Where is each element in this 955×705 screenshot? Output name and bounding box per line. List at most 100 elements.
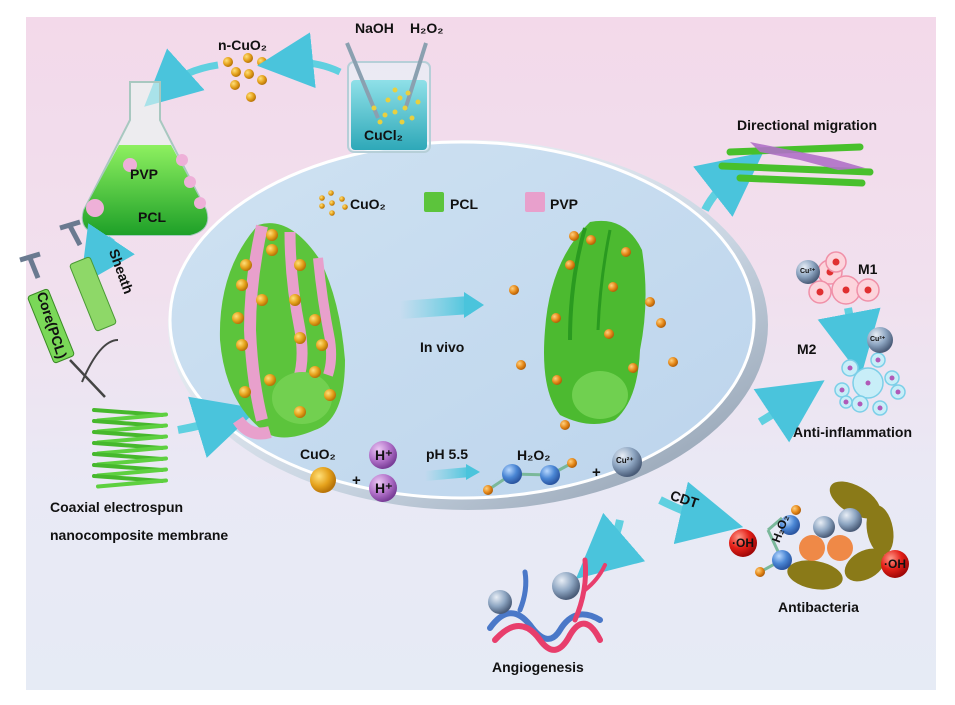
released-particle xyxy=(565,260,575,270)
beaker-particle xyxy=(402,105,408,111)
nanoparticle xyxy=(243,53,253,63)
beaker-particle xyxy=(409,115,415,121)
m2-nucleus xyxy=(843,399,849,405)
h-ion-label-2: H⁺ xyxy=(375,480,393,496)
arrow-m1-to-m2 xyxy=(817,307,881,377)
h2o2-molecule xyxy=(483,458,577,495)
reaction-arrow xyxy=(424,467,471,481)
legend-particle xyxy=(319,195,325,201)
fiber-particle xyxy=(240,259,252,271)
flask-pcl-label: PCL xyxy=(138,209,166,225)
m1-macrophages xyxy=(808,251,880,305)
beaker-particles xyxy=(371,87,421,125)
beaker-particle xyxy=(405,90,411,96)
cu-ion-ball xyxy=(612,447,642,477)
fiber-strand xyxy=(96,434,168,445)
plus-sign-1: + xyxy=(352,472,361,489)
fiber-particle xyxy=(294,259,306,271)
released-particle xyxy=(551,313,561,323)
antibacteria-group xyxy=(729,481,909,590)
membrane-label-line1: Coaxial electrospun xyxy=(50,499,184,515)
beaker-particle xyxy=(371,105,377,111)
blood-vessels xyxy=(487,557,607,653)
oh-radical-left xyxy=(729,529,757,557)
m2-nucleus xyxy=(857,401,863,407)
beaker-particle xyxy=(392,109,398,115)
n-cuo2-label: n-CuO₂ xyxy=(218,37,267,53)
m1-nucleus xyxy=(832,258,840,266)
fiber-particle xyxy=(266,244,278,256)
arrow-to-migration xyxy=(693,152,764,217)
syringe-tube xyxy=(81,339,119,383)
nanoparticle xyxy=(223,57,233,67)
fiber-particle xyxy=(324,389,336,401)
in-vivo-label: In vivo xyxy=(420,339,465,355)
released-particle xyxy=(552,375,562,385)
fiber-particle xyxy=(256,294,268,306)
nanoparticle xyxy=(231,67,241,77)
m2-cu-label: Cu²⁺ xyxy=(870,336,886,343)
legend-particle xyxy=(319,203,325,209)
m2-macrophages xyxy=(834,352,906,416)
fiber-particle xyxy=(236,279,248,291)
m2-nucleus xyxy=(889,375,895,381)
arrow-particles-to-flask xyxy=(144,48,219,107)
m1-cu-label: Cu²⁺ xyxy=(800,268,816,275)
m2-nucleus xyxy=(847,365,853,371)
angiogenesis-label: Angiogenesis xyxy=(492,659,584,675)
legend-pcl-swatch xyxy=(424,192,444,212)
legend-particle xyxy=(328,190,334,196)
fiber-particle xyxy=(294,406,306,418)
released-particle xyxy=(608,282,618,292)
m1-nucleus xyxy=(842,286,850,294)
fiber-particle xyxy=(239,386,251,398)
h-ion-label-1: H⁺ xyxy=(375,447,393,463)
h-ion-ball xyxy=(369,441,397,469)
fiber-mesh xyxy=(92,408,168,489)
beaker-particle xyxy=(392,87,398,93)
released-particle xyxy=(560,420,570,430)
reaction-arrowhead xyxy=(466,464,480,480)
migration-fibers xyxy=(718,142,874,187)
membrane-label-line2: nanocomposite membrane xyxy=(50,527,229,543)
arrow-cdt xyxy=(658,481,744,545)
nanoparticle xyxy=(230,80,240,90)
fiber-strand xyxy=(96,478,168,489)
arrow-flask-to-syringe xyxy=(80,223,135,286)
legend-particle xyxy=(339,196,345,202)
fiber-after xyxy=(544,220,646,424)
anti-inflammation-label: Anti-inflammation xyxy=(793,424,912,440)
fiber-strand xyxy=(96,423,168,434)
oh-label-right: ·OH xyxy=(884,557,906,571)
fiber-strand xyxy=(96,456,168,467)
h2o2-product-label: H₂O₂ xyxy=(517,447,551,463)
legend-pcl-label: PCL xyxy=(450,196,478,212)
nanoparticle xyxy=(246,92,256,102)
nanoparticle xyxy=(257,75,267,85)
h2o2-reagent-label: H₂O₂ xyxy=(410,20,444,36)
in-vivo-arrow xyxy=(399,296,471,319)
beaker-particle xyxy=(397,95,403,101)
fiber-particle xyxy=(236,339,248,351)
cu-ion-label: Cu²⁺ xyxy=(616,456,634,465)
released-particle xyxy=(628,363,638,373)
released-particle xyxy=(621,247,631,257)
m1-label: M1 xyxy=(858,261,878,277)
released-particle xyxy=(516,360,526,370)
fiber-strand xyxy=(96,467,168,478)
fiber-particle xyxy=(294,332,306,344)
released-particles xyxy=(509,231,678,430)
legend-cuo2-label: CuO₂ xyxy=(350,196,386,212)
m2-nucleus xyxy=(875,357,881,363)
reaction-cuo2-label: CuO₂ xyxy=(300,446,336,462)
antibacteria-label: Antibacteria xyxy=(778,599,859,615)
fiber-particle xyxy=(316,339,328,351)
m1-nucleus xyxy=(816,288,824,296)
m2-nucleus xyxy=(877,405,883,411)
m2-nucleus xyxy=(865,380,871,386)
arrow-to-inflammation xyxy=(753,380,825,443)
fiber-before-particles xyxy=(232,229,336,418)
n-cuo2-particles xyxy=(223,53,267,102)
beaker-particle xyxy=(399,119,405,125)
